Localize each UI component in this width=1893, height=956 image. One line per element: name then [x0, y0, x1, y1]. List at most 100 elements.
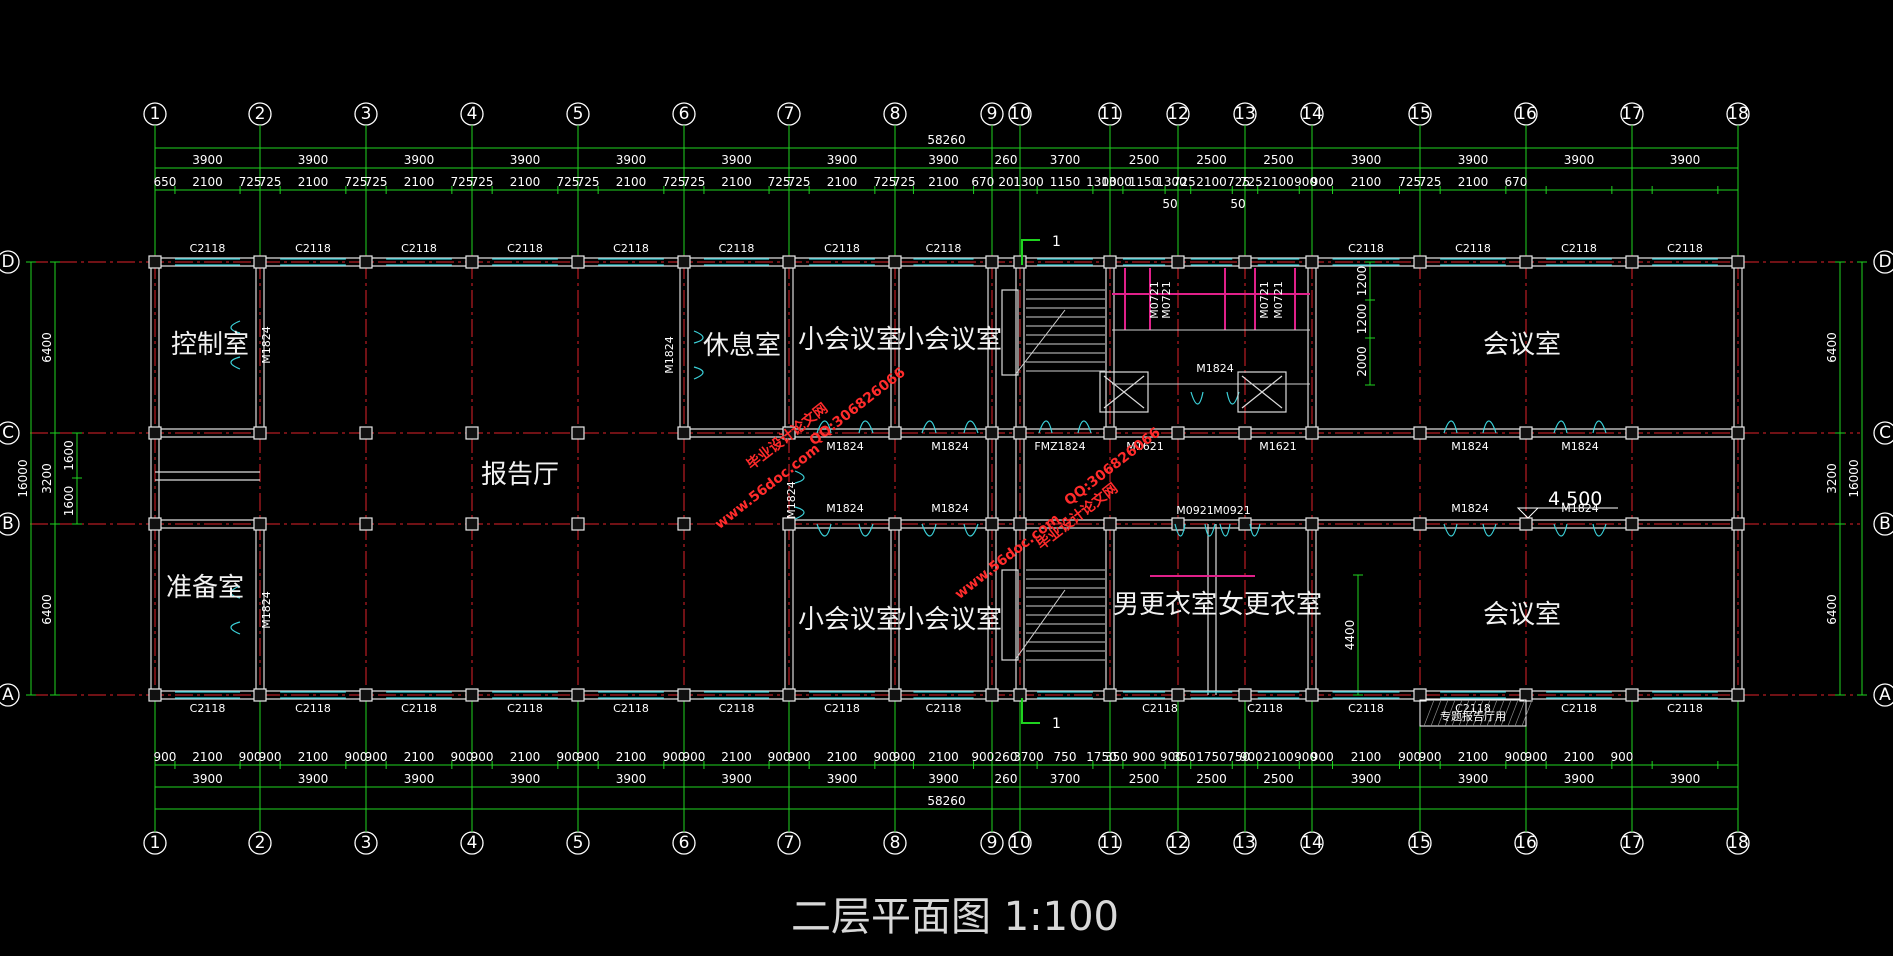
dim-text: 900	[1294, 175, 1317, 189]
axis-label: 1	[150, 104, 161, 124]
axis-label: 2	[255, 833, 266, 853]
dim-text: 3900	[510, 772, 541, 786]
dim-text: 2000	[1355, 346, 1369, 377]
column	[1171, 426, 1185, 440]
axis-label: 13	[1234, 104, 1256, 124]
window-tag: C2118	[1247, 702, 1283, 715]
dim-text: 900	[344, 750, 367, 764]
note-hatch	[1493, 699, 1505, 727]
dim-text: 350	[1173, 750, 1196, 764]
axis-label: 3	[361, 104, 372, 124]
window-tag: C2118	[613, 702, 649, 715]
column	[1625, 426, 1639, 440]
column	[571, 688, 585, 702]
dim-text: 900	[1311, 750, 1334, 764]
door-tag: M1824	[1561, 440, 1599, 453]
column	[677, 517, 691, 531]
dim-text: 900	[239, 750, 262, 764]
section-label: 1	[1052, 234, 1061, 250]
column	[888, 255, 902, 269]
dim-text: 2500	[1263, 772, 1294, 786]
dim-text: 6400	[1825, 594, 1839, 625]
column	[782, 255, 796, 269]
dim-text: 3900	[298, 772, 329, 786]
dim-text: 4400	[1343, 620, 1357, 651]
column	[1731, 517, 1745, 531]
dim-text: 725	[259, 175, 282, 189]
axis-label: 1	[150, 833, 161, 853]
column	[888, 688, 902, 702]
dim-text: 260	[995, 153, 1018, 167]
dim-text: 725	[1398, 175, 1421, 189]
dim-text: 725	[1240, 175, 1263, 189]
column	[677, 255, 691, 269]
dim-text: 725	[471, 175, 494, 189]
dim-text: 900	[1504, 750, 1527, 764]
column	[148, 517, 162, 531]
column	[1305, 255, 1319, 269]
dim-text: 900	[873, 750, 896, 764]
axis-label: 6	[679, 833, 690, 853]
dim-text: 650	[154, 175, 177, 189]
dim-text: 900	[577, 750, 600, 764]
column	[1238, 426, 1252, 440]
level-symbol	[1516, 507, 1618, 519]
watermark: www.56doc.com	[952, 511, 1063, 603]
dim-text: 725	[788, 175, 811, 189]
column	[1238, 517, 1252, 531]
dim-text: 2500	[1129, 772, 1160, 786]
dim-text: 1300	[1156, 175, 1187, 189]
dim-text: 3900	[616, 772, 647, 786]
dim-text: 16000	[16, 459, 30, 497]
elevator-cross	[1241, 375, 1283, 409]
note-hatch	[1507, 699, 1519, 727]
door-tag: M1621	[1126, 440, 1164, 453]
dim-text: 50	[1230, 197, 1245, 211]
column	[1171, 688, 1185, 702]
column	[1731, 255, 1745, 269]
dim-text: 3700	[1013, 750, 1044, 764]
note-hatch	[1430, 699, 1442, 727]
door-swing	[1190, 391, 1204, 405]
door-tag: M0721	[1272, 281, 1285, 319]
column	[677, 688, 691, 702]
column	[985, 517, 999, 531]
axis-label: 6	[679, 104, 690, 124]
column	[571, 426, 585, 440]
dim-text: 260	[995, 772, 1018, 786]
axis-label: 14	[1301, 104, 1323, 124]
room-label: 控制室	[171, 330, 249, 360]
dim-text: 3900	[827, 772, 858, 786]
door-swing	[230, 320, 241, 334]
dim-text: 2100	[298, 750, 329, 764]
dim-text: 2100	[510, 750, 541, 764]
dim-text: 900	[1610, 750, 1633, 764]
dim-text: 1300	[1101, 175, 1132, 189]
column	[1413, 688, 1427, 702]
column	[148, 255, 162, 269]
column	[888, 517, 902, 531]
dim-text: 3900	[404, 153, 435, 167]
elevator-shaft	[1237, 371, 1287, 413]
dim-text: 900	[683, 750, 706, 764]
column	[465, 426, 479, 440]
axis-bubble	[1873, 250, 1893, 274]
section-cut	[1021, 239, 1040, 265]
dim-text: 3900	[1351, 153, 1382, 167]
axis-label: 13	[1234, 833, 1256, 853]
column	[465, 688, 479, 702]
level-mark: 4.500	[1548, 488, 1602, 510]
dim-text: 900	[1133, 750, 1156, 764]
door-swing	[794, 506, 805, 520]
dim-text: 1750	[1196, 750, 1227, 764]
dim-text: 3900	[1351, 772, 1382, 786]
dim-text: 900	[1419, 750, 1442, 764]
dim-text: 3900	[1458, 153, 1489, 167]
door-swing	[921, 523, 937, 537]
column	[1519, 517, 1533, 531]
axis-label: A	[2, 685, 14, 705]
dim-text: 725	[344, 175, 367, 189]
axis-label: 9	[987, 104, 998, 124]
axis-label: 16	[1515, 104, 1537, 124]
